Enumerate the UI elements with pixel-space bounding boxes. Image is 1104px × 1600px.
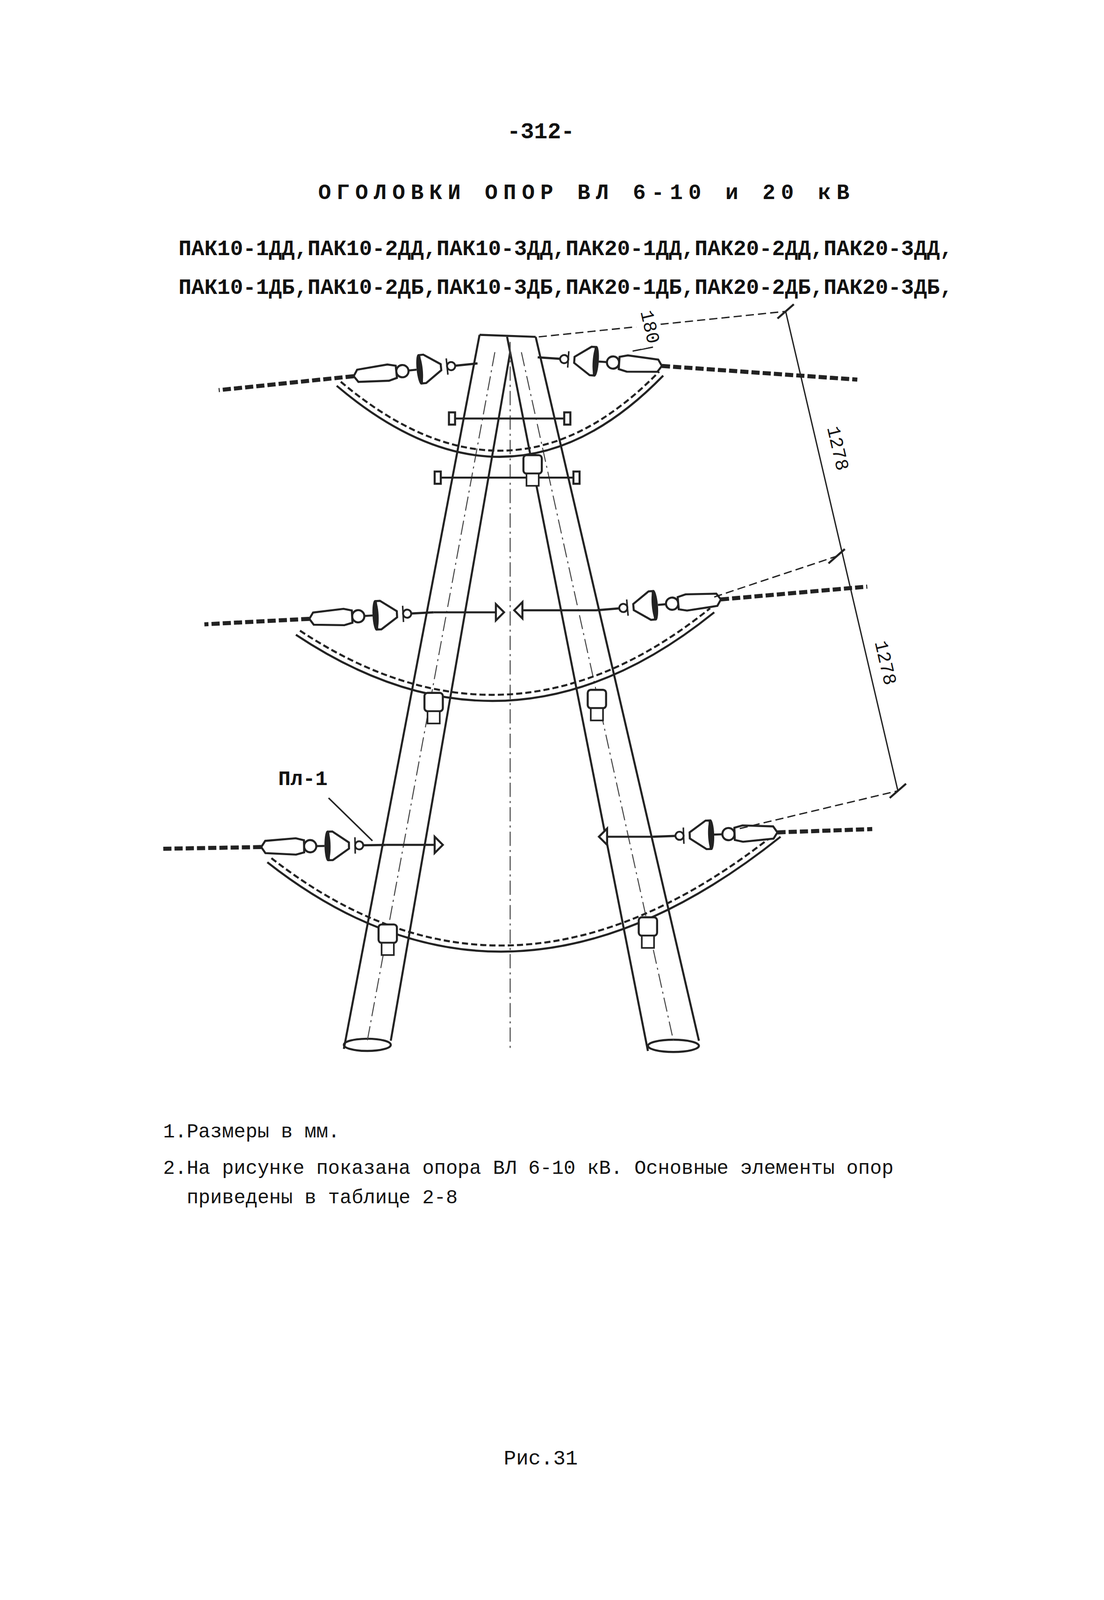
dimension: 180 — [632, 305, 666, 350]
page-number: -312- — [507, 119, 575, 147]
drawing-title: ОГОЛОВКИ ОПОР ВЛ 6-10 и 20 кВ — [318, 180, 856, 207]
note: 1.Размеры в мм. — [163, 1120, 340, 1145]
dimension: 1278 — [819, 421, 855, 477]
figure-caption: Рис.31 — [503, 1447, 578, 1472]
note: 2.На рисунке показана опора ВЛ 6-10 кВ. … — [163, 1154, 958, 1214]
callout-label: Пл-1 — [275, 766, 331, 794]
pole-type-list: ПАК10-1ДБ,ПАК10-2ДБ,ПАК10-3ДБ,ПАК20-1ДБ,… — [178, 275, 953, 302]
pole-type-list: ПАК10-1ДД,ПАК10-2ДД,ПАК10-3ДД,ПАК20-1ДД,… — [178, 236, 953, 263]
